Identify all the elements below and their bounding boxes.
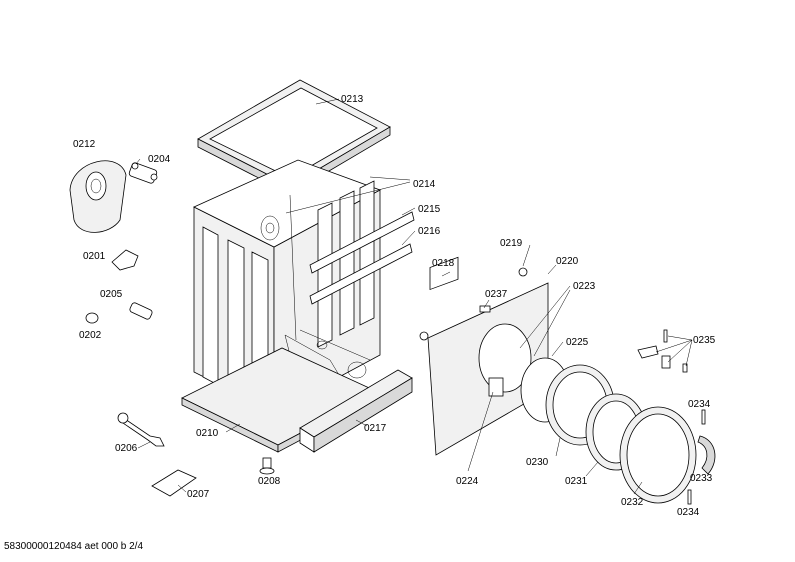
label-0201: 0201 <box>83 251 106 262</box>
label-0219: 0219 <box>500 238 523 249</box>
label-0212: 0212 <box>73 139 96 150</box>
label-0235: 0235 <box>693 335 716 346</box>
label-0220: 0220 <box>556 256 579 267</box>
label-0225: 0225 <box>566 337 589 348</box>
front-panel-drawing <box>419 256 549 456</box>
label-0218: 0218 <box>432 258 455 269</box>
label-0213: 0213 <box>341 94 364 105</box>
label-0232: 0232 <box>621 497 644 508</box>
cabinet-drawing <box>181 159 381 453</box>
label-0215: 0215 <box>418 204 441 215</box>
label-0210: 0210 <box>196 428 219 439</box>
label-0224: 0224 <box>456 476 479 487</box>
rails-drawing <box>309 211 415 305</box>
label-0223: 0223 <box>573 281 596 292</box>
label-0234-b: 0234 <box>677 507 700 518</box>
small-parts-left <box>69 160 275 497</box>
document-code: 58300000120484 aet 000 b 2/4 <box>4 541 144 552</box>
label-0216: 0216 <box>418 226 441 237</box>
label-0233: 0233 <box>690 473 713 484</box>
leader-lines <box>135 98 693 495</box>
top-cover-drawing <box>197 79 391 195</box>
label-0208: 0208 <box>258 476 281 487</box>
label-0234-a: 0234 <box>688 399 711 410</box>
label-0214: 0214 <box>413 179 436 190</box>
part-labels: 0213 0212 0204 0214 0215 0216 0219 0220 … <box>73 94 716 518</box>
label-0206: 0206 <box>115 443 138 454</box>
label-0204: 0204 <box>148 154 171 165</box>
label-0207: 0207 <box>187 489 210 500</box>
detergent-drawer-drawing <box>299 369 413 453</box>
label-0202: 0202 <box>79 330 102 341</box>
label-0205: 0205 <box>100 289 123 300</box>
label-0237: 0237 <box>485 289 508 300</box>
door-parts-drawing <box>520 329 716 505</box>
label-0217: 0217 <box>364 423 387 434</box>
label-0230: 0230 <box>526 457 549 468</box>
label-0231: 0231 <box>565 476 588 487</box>
